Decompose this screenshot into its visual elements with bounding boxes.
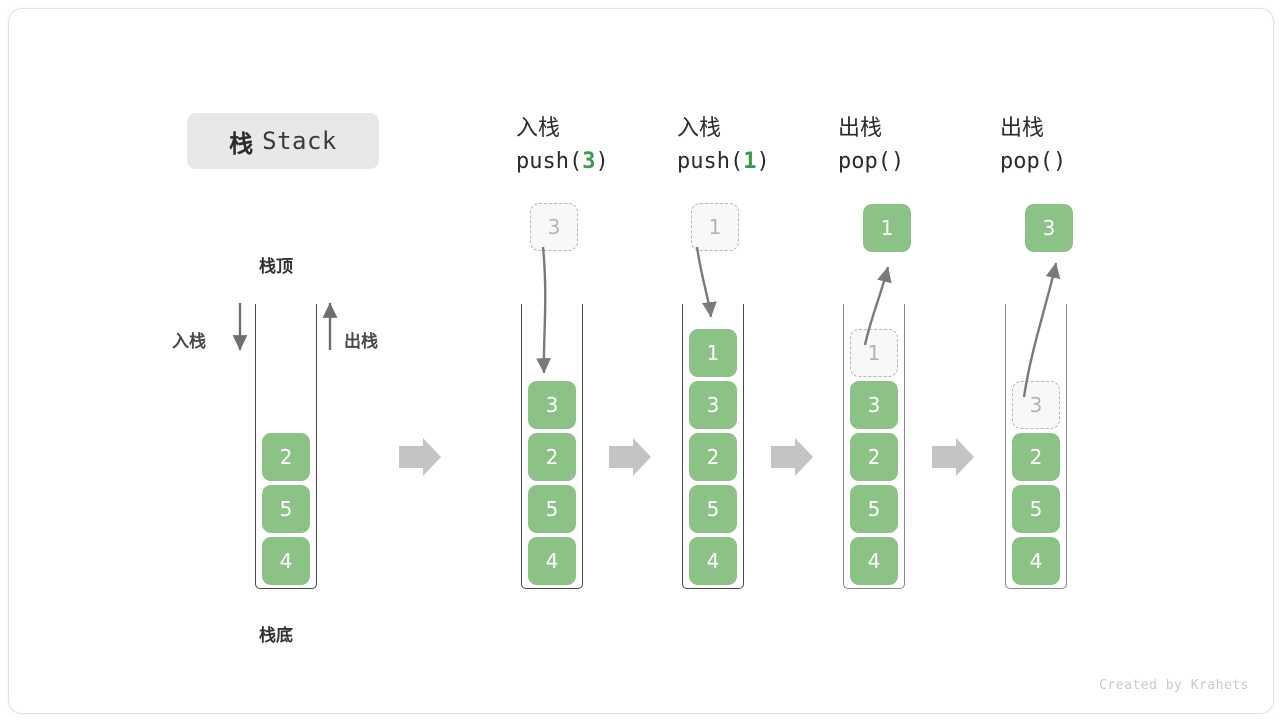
stack-element-pop-1-4: 4 bbox=[850, 537, 898, 585]
push-direction-label: 入栈 bbox=[172, 332, 206, 352]
stack-element-pop-1-1-ghost: 1 bbox=[850, 329, 898, 377]
stack-element-push-1-5: 5 bbox=[689, 485, 737, 533]
stack-element-push-1-4: 4 bbox=[689, 537, 737, 585]
floating-element-push-3-3: 3 bbox=[530, 203, 578, 251]
stack-element-initial-4: 4 bbox=[262, 537, 310, 585]
stack-channel-initial bbox=[255, 304, 317, 589]
title-cn: 栈 bbox=[229, 129, 254, 158]
column-header-pop-3: 出栈 pop() bbox=[1000, 113, 1150, 179]
column-header-operation: push(1) bbox=[677, 149, 770, 174]
credit-text: Created by Krahets bbox=[1099, 678, 1249, 693]
stack-element-pop-1-3: 3 bbox=[850, 381, 898, 429]
stack-element-pop-3-4: 4 bbox=[1012, 537, 1060, 585]
stack-element-initial-5: 5 bbox=[262, 485, 310, 533]
stack-element-push-3-3: 3 bbox=[528, 381, 576, 429]
stack-element-push-3-4: 4 bbox=[528, 537, 576, 585]
floating-element-push-1-1: 1 bbox=[691, 203, 739, 251]
floating-element-pop-3-3: 3 bbox=[1025, 204, 1073, 252]
floating-element-pop-1-1: 1 bbox=[863, 204, 911, 252]
title-badge: 栈 Stack bbox=[187, 113, 379, 169]
flow-arrow-1 bbox=[399, 438, 441, 476]
pop-direction-label: 出栈 bbox=[344, 332, 378, 352]
flow-arrow-4 bbox=[932, 438, 974, 476]
operation-argument: 3 bbox=[582, 149, 596, 174]
column-header-operation: push(3) bbox=[516, 149, 609, 174]
flow-arrow-3 bbox=[771, 438, 813, 476]
column-header-operation: pop() bbox=[1000, 149, 1067, 174]
stack-element-pop-3-2: 2 bbox=[1012, 433, 1060, 481]
title-en: Stack bbox=[262, 127, 337, 155]
stack-top-label: 栈顶 bbox=[259, 257, 293, 277]
stack-element-push-1-3: 3 bbox=[689, 381, 737, 429]
stack-channel-pop-3 bbox=[1005, 304, 1067, 589]
stack-element-pop-3-5: 5 bbox=[1012, 485, 1060, 533]
column-header-cn: 出栈 bbox=[838, 116, 883, 141]
stack-element-push-3-5: 5 bbox=[528, 485, 576, 533]
stack-channel-push-3 bbox=[521, 304, 583, 589]
stack-element-pop-1-5: 5 bbox=[850, 485, 898, 533]
stack-channel-push-1 bbox=[682, 304, 744, 589]
stack-element-pop-3-3-ghost: 3 bbox=[1012, 381, 1060, 429]
column-header-pop-1: 出栈 pop() bbox=[838, 113, 988, 179]
column-header-operation: pop() bbox=[838, 149, 905, 174]
operation-argument: 1 bbox=[743, 149, 757, 174]
stack-element-push-3-2: 2 bbox=[528, 433, 576, 481]
stack-element-push-1-1: 1 bbox=[689, 329, 737, 377]
flow-arrow-2 bbox=[609, 438, 651, 476]
column-header-push-1: 入栈 push(1) bbox=[677, 113, 827, 179]
stack-bottom-label: 栈底 bbox=[259, 626, 293, 646]
stack-element-push-1-2: 2 bbox=[689, 433, 737, 481]
column-header-cn: 出栈 bbox=[1000, 116, 1045, 141]
column-header-cn: 入栈 bbox=[516, 116, 561, 141]
column-header-push-3: 入栈 push(3) bbox=[516, 113, 666, 179]
diagram-canvas: 栈 Stack 栈顶 栈底 入栈 出栈 入栈 push(3) 入栈 push(1) 出栈… bbox=[8, 8, 1274, 714]
stack-element-pop-1-2: 2 bbox=[850, 433, 898, 481]
stack-element-initial-2: 2 bbox=[262, 433, 310, 481]
stack-channel-pop-1 bbox=[843, 304, 905, 589]
column-header-cn: 入栈 bbox=[677, 116, 722, 141]
